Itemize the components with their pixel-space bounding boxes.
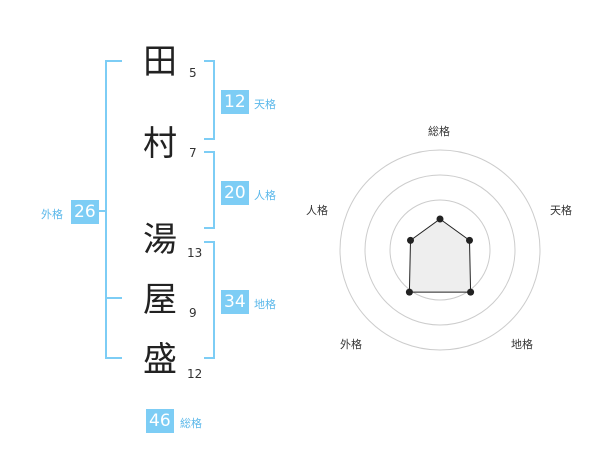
- stroke-count-3: 13: [187, 246, 203, 260]
- stroke-count-5: 12: [187, 367, 203, 381]
- tenkaku-bracket: [204, 60, 215, 140]
- radar-axis-label-gaikaku: 外格: [340, 338, 362, 351]
- radar-shape: [405, 215, 475, 296]
- stroke-count-4: 9: [189, 306, 197, 320]
- soukaku-label: 総格: [180, 417, 202, 430]
- radar-axis-label-chikaku: 地格: [511, 338, 533, 351]
- chikaku-bracket: [204, 241, 215, 359]
- radar-axis-label-tenkaku: 天格: [550, 204, 572, 217]
- radar-point: [467, 288, 475, 296]
- soukaku-value: 46: [146, 409, 174, 433]
- stroke-count-1: 5: [189, 66, 197, 80]
- jinkaku-bracket: [204, 151, 215, 229]
- gaikaku-bracket: [105, 60, 122, 359]
- tenkaku-value: 12: [221, 90, 249, 114]
- jinkaku-label: 人格: [254, 189, 276, 202]
- radar-ring: [389, 199, 491, 301]
- name-char-3: 湯: [143, 220, 177, 260]
- radar-point: [405, 288, 413, 296]
- name-char-2: 村: [143, 124, 177, 164]
- chikaku-value: 34: [221, 290, 249, 314]
- name-char-5: 盛: [143, 340, 177, 380]
- gaikaku-value: 26: [71, 200, 99, 224]
- radar-ring: [339, 149, 541, 351]
- tenkaku-label: 天格: [254, 98, 276, 111]
- chikaku-label: 地格: [254, 298, 276, 311]
- radar-point: [436, 215, 444, 223]
- radar-point: [466, 236, 473, 244]
- radar-axis-label-jinkaku: 人格: [306, 204, 328, 217]
- gaikaku-label: 外格: [41, 208, 63, 221]
- name-char-1: 田: [143, 42, 177, 82]
- radar-polygon: [408, 218, 472, 293]
- name-char-4: 屋: [143, 280, 177, 320]
- radar-ring: [364, 174, 516, 326]
- radar-axis-label-soukaku: 総格: [428, 125, 450, 138]
- radar-point: [407, 236, 414, 244]
- stroke-count-2: 7: [189, 146, 197, 160]
- jinkaku-value: 20: [221, 181, 249, 205]
